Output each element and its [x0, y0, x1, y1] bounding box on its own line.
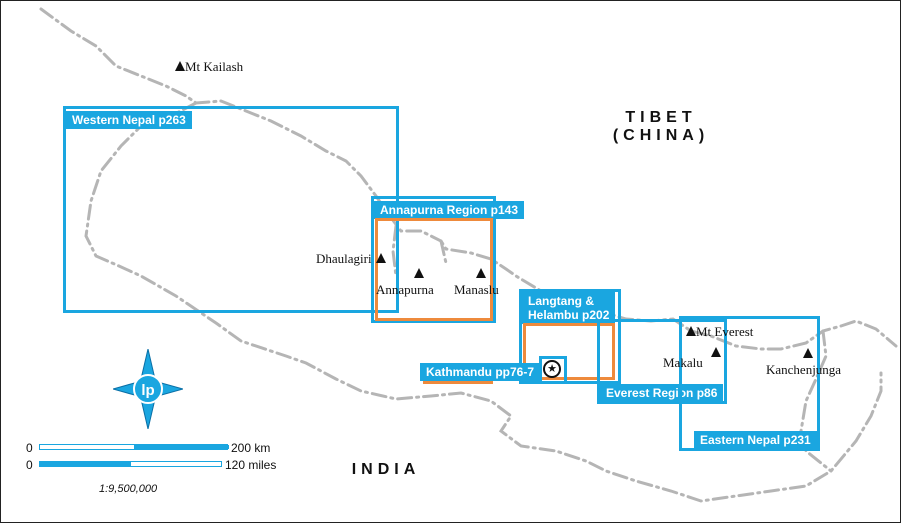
region-annapurna[interactable] — [375, 218, 493, 321]
peak-annapurna: Annapurna — [376, 266, 434, 298]
region-langtang-blue — [519, 289, 621, 384]
peak-makalu: Makalu — [663, 345, 721, 371]
label-kathmandu[interactable]: Kathmandu pp76-7 — [420, 363, 541, 381]
label-annapurna-region[interactable]: Annapurna Region p143 — [374, 201, 525, 219]
peak-mt-kailash: Mt Kailash — [175, 59, 243, 75]
region-western-nepal[interactable] — [63, 106, 399, 313]
label-eastern-nepal[interactable]: Eastern Nepal p231 — [694, 431, 817, 449]
scale-bar-miles — [39, 461, 222, 467]
peak-manaslu: Manaslu — [454, 266, 499, 298]
southern-border-line — [84, 101, 883, 503]
country-label-china: (CHINA) — [612, 127, 710, 144]
peak-label-manaslu: Manaslu — [454, 282, 499, 297]
river-line-1 — [391, 224, 398, 278]
label-langtang-helambu[interactable]: Langtang & Helambu p202 — [522, 292, 616, 324]
peak-label-makalu: Makalu — [663, 355, 703, 370]
label-langtang-line2: Helambu p202 — [528, 308, 610, 322]
peak-triangle-icon — [686, 326, 696, 336]
scale-miles-label: 120 miles — [225, 458, 277, 472]
region-eastern-nepal[interactable] — [679, 316, 820, 451]
peak-dhaulagiri: Dhaulagiri — [316, 251, 386, 267]
region-langtang-helambu[interactable] — [523, 323, 615, 380]
kathmandu-underline — [423, 381, 493, 384]
logo-text: lp — [141, 382, 154, 399]
compass-logo-icon: lp — [113, 349, 183, 429]
peak-label-kanchenjunga: Kanchenjunga — [766, 362, 842, 377]
peak-label-annapurna: Annapurna — [376, 282, 434, 297]
scale-zero-km: 0 — [26, 441, 33, 455]
peak-kanchenjunga: Kanchenjunga — [766, 346, 841, 378]
country-label-india: INDIA — [351, 461, 421, 478]
peak-triangle-icon — [413, 268, 424, 278]
peak-triangle-icon — [476, 268, 486, 278]
region-everest[interactable] — [597, 319, 727, 404]
capital-star-icon: ★ — [543, 360, 561, 378]
peak-triangle-icon — [711, 347, 721, 357]
peak-label-dhaulagiri: Dhaulagiri — [316, 251, 372, 266]
scale-bar-km — [39, 444, 229, 450]
peak-label-everest: Mt Everest — [696, 324, 754, 339]
peak-label-kailash: Mt Kailash — [185, 59, 244, 74]
label-western-nepal[interactable]: Western Nepal p263 — [66, 111, 192, 129]
peak-triangle-icon — [803, 348, 813, 358]
peak-triangle-icon — [175, 61, 185, 71]
scale-km-label: 200 km — [231, 441, 271, 455]
eastern-border-line — [799, 329, 833, 473]
scale-zero-mi: 0 — [26, 458, 33, 472]
country-label-tibet: TIBET — [625, 109, 697, 126]
peak-triangle-icon — [375, 253, 386, 263]
peak-mt-everest: Mt Everest — [686, 324, 753, 340]
river-line-2 — [439, 239, 448, 265]
label-langtang-line1: Langtang & — [528, 294, 594, 308]
region-kathmandu[interactable] — [539, 356, 567, 384]
country-tibet: TIBET (CHINA) — [601, 109, 721, 145]
scale-ratio: 1:9,500,000 — [99, 483, 158, 495]
region-annapurna-blue — [371, 196, 496, 323]
label-everest-region[interactable]: Everest Region p86 — [600, 384, 724, 402]
